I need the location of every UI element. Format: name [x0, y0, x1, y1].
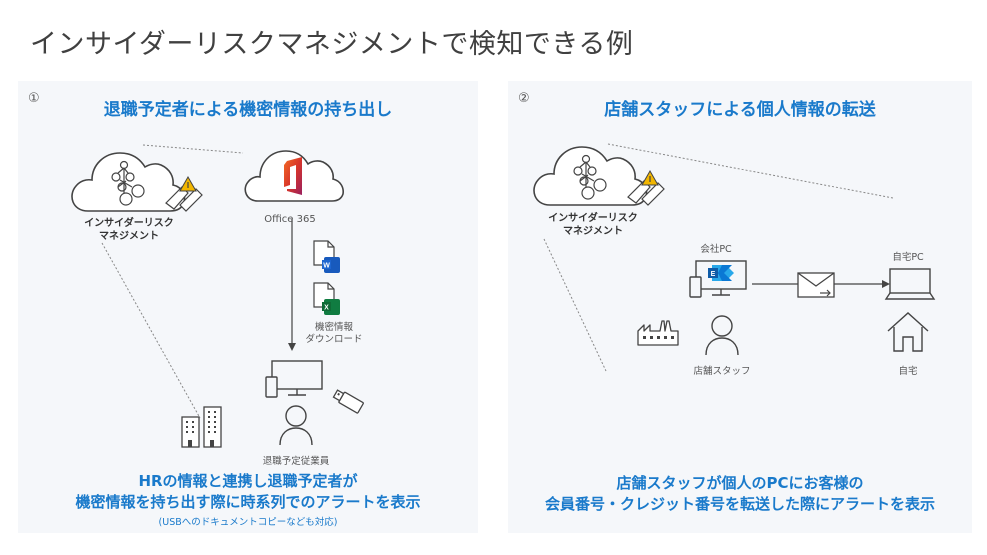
panel-store-staff-transfer: ② 店舗スタッフによる個人情報の転送 インサイダーリスク — [508, 81, 972, 533]
description-line2: 会員番号・クレジット番号を転送した際にアラートを表示 — [544, 495, 935, 513]
dotted-link-irm-left — [543, 238, 607, 372]
dotted-link-irm-right — [607, 143, 894, 199]
company-pc-label: 会社PC — [700, 244, 732, 255]
description-line1: HRの情報と連携し退職予定者が — [138, 472, 358, 490]
house-icon — [887, 312, 929, 352]
person-icon — [279, 405, 313, 446]
office-365-label: Office 365 — [264, 214, 316, 225]
panel-number: ② — [518, 91, 530, 106]
warning-icon — [627, 169, 665, 206]
office-365-icon — [244, 150, 344, 202]
factory-icon — [637, 320, 679, 346]
word-document-icon: W — [313, 240, 340, 273]
panel-number: ① — [28, 91, 40, 106]
irm-label-line1: インサイダーリスク — [548, 213, 638, 224]
connector-lines — [101, 144, 296, 419]
cloud-network-icon — [533, 146, 648, 206]
cloud-network-icon — [71, 152, 186, 212]
download-label-line1: 機密情報 — [314, 322, 353, 333]
panel-title: 店舗スタッフによる個人情報の転送 — [604, 100, 876, 120]
panel-insider-departing-employee: ① 退職予定者による機密情報の持ち出し インサイダーリス — [18, 81, 478, 533]
laptop-icon — [884, 268, 936, 300]
computer-icon — [265, 360, 323, 398]
irm-label-line2: マネジメント — [563, 226, 623, 237]
description-line2: 機密情報を持ち出す際に時系列でのアラートを表示 — [75, 493, 421, 511]
home-label: 自宅 — [898, 366, 918, 377]
irm-label-line1: インサイダーリスク — [84, 218, 174, 229]
connector-lines — [543, 143, 894, 372]
description-note: (USBへのドキュメントコピーなども対応) — [158, 517, 338, 528]
exchange-computer-icon: E — [689, 260, 747, 298]
page-title: インサイダーリスクマネジメントで検知できる例 — [30, 29, 634, 60]
excel-document-icon: X — [313, 282, 340, 315]
usb-drive-icon — [332, 389, 364, 414]
warning-icon — [165, 175, 203, 212]
svg-text:W: W — [323, 263, 330, 270]
download-label-line2: ダウンロード — [305, 334, 363, 345]
transfer-arrow-head — [882, 280, 890, 288]
employee-label: 退職予定従業員 — [262, 456, 330, 467]
dotted-link-irm-building — [101, 242, 201, 419]
home-pc-label: 自宅PC — [892, 252, 924, 263]
irm-label-line2: マネジメント — [99, 231, 159, 242]
staff-label: 店舗スタッフ — [693, 366, 751, 377]
panel-title: 退職予定者による機密情報の持ち出し — [103, 100, 393, 120]
building-icon — [181, 406, 222, 448]
svg-text:X: X — [324, 305, 329, 312]
person-icon — [705, 315, 739, 356]
description-line1: 店舗スタッフが個人のPCにお客様の — [616, 474, 864, 492]
dotted-link-irm-office — [142, 144, 244, 154]
mail-forward-icon — [797, 272, 835, 298]
download-arrow-head — [288, 343, 296, 351]
svg-text:E: E — [711, 271, 716, 278]
